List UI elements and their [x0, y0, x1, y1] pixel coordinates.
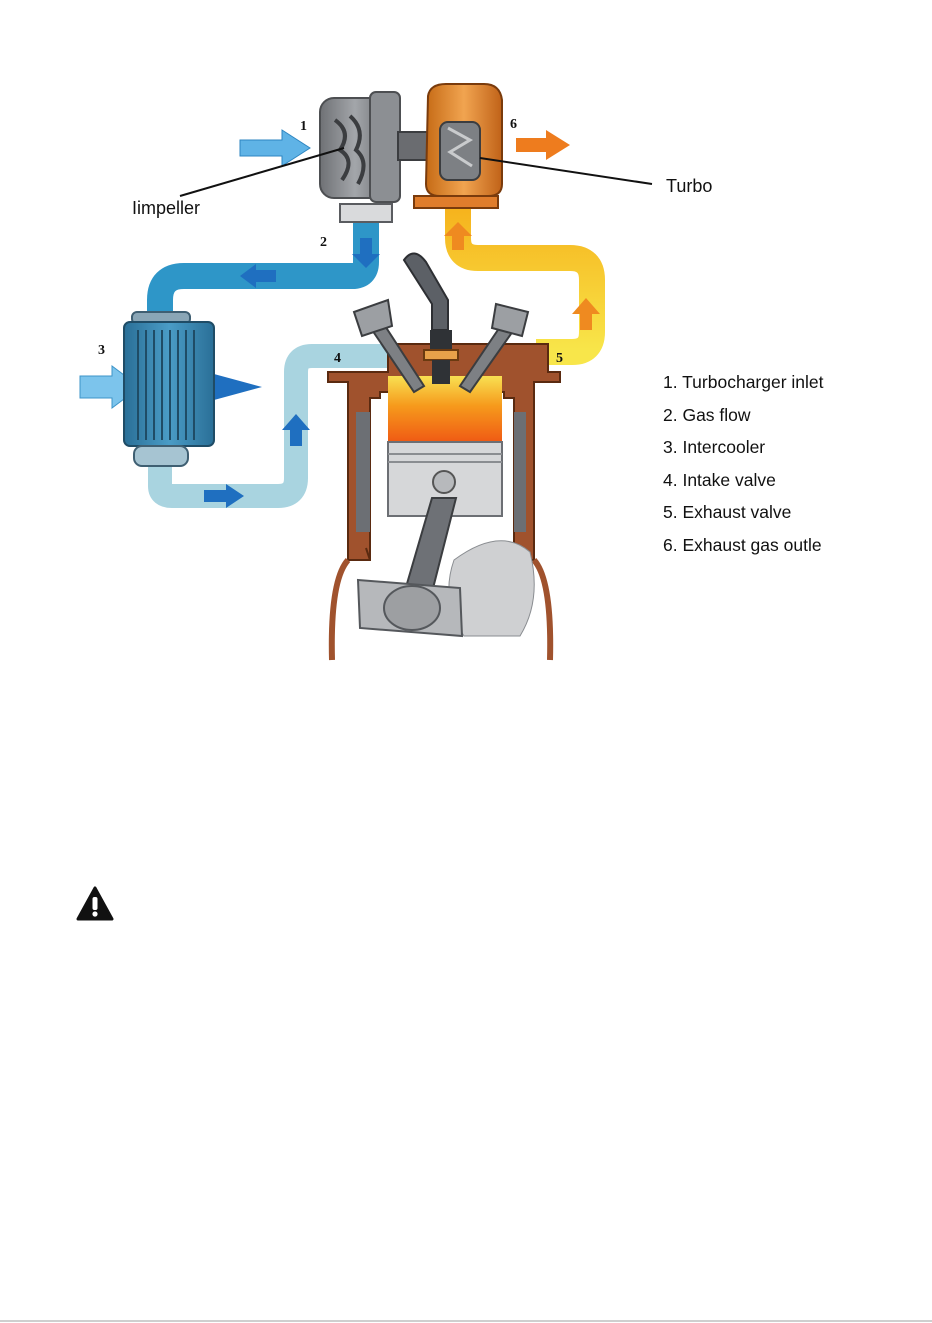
marker-1: 1: [300, 119, 307, 134]
marker-6: 6: [510, 117, 517, 132]
page-bottom-rule: [0, 1320, 932, 1322]
turbine-housing: [414, 84, 502, 208]
legend-item: 4. Intake valve: [663, 466, 824, 499]
exhaust-pipe: [458, 206, 592, 352]
legend-item: 6. Exhaust gas outle: [663, 531, 824, 564]
impeller-label: Iimpeller: [132, 198, 200, 218]
marker-3: 3: [98, 343, 105, 358]
marker-4: 4: [334, 351, 341, 366]
exhaust-outlet-arrow-icon: [516, 130, 570, 160]
marker-2: 2: [320, 235, 327, 250]
turbocharger-diagram: Iimpeller Turbo 1 2 3 4 5 6: [0, 0, 932, 700]
warning-triangle-icon: [76, 886, 114, 922]
cooler-outlet-arrow-icon: [214, 374, 262, 400]
legend-item: 1. Turbocharger inlet: [663, 368, 824, 401]
connecting-rod: [358, 498, 462, 636]
turbo-label: Turbo: [666, 176, 712, 196]
legend-item: 5. Exhaust valve: [663, 498, 824, 531]
compressor-housing: [320, 92, 400, 222]
legend-item: 2. Gas flow: [663, 401, 824, 434]
combustion-chamber: [388, 376, 502, 442]
diagram-legend: 1. Turbocharger inlet 2. Gas flow 3. Int…: [663, 368, 824, 563]
intercooler: [124, 312, 214, 466]
intake-pipe-hot: [160, 220, 366, 318]
turbo-leader-line: [480, 158, 652, 184]
legend-item: 3. Intercooler: [663, 433, 824, 466]
marker-5: 5: [556, 351, 563, 366]
